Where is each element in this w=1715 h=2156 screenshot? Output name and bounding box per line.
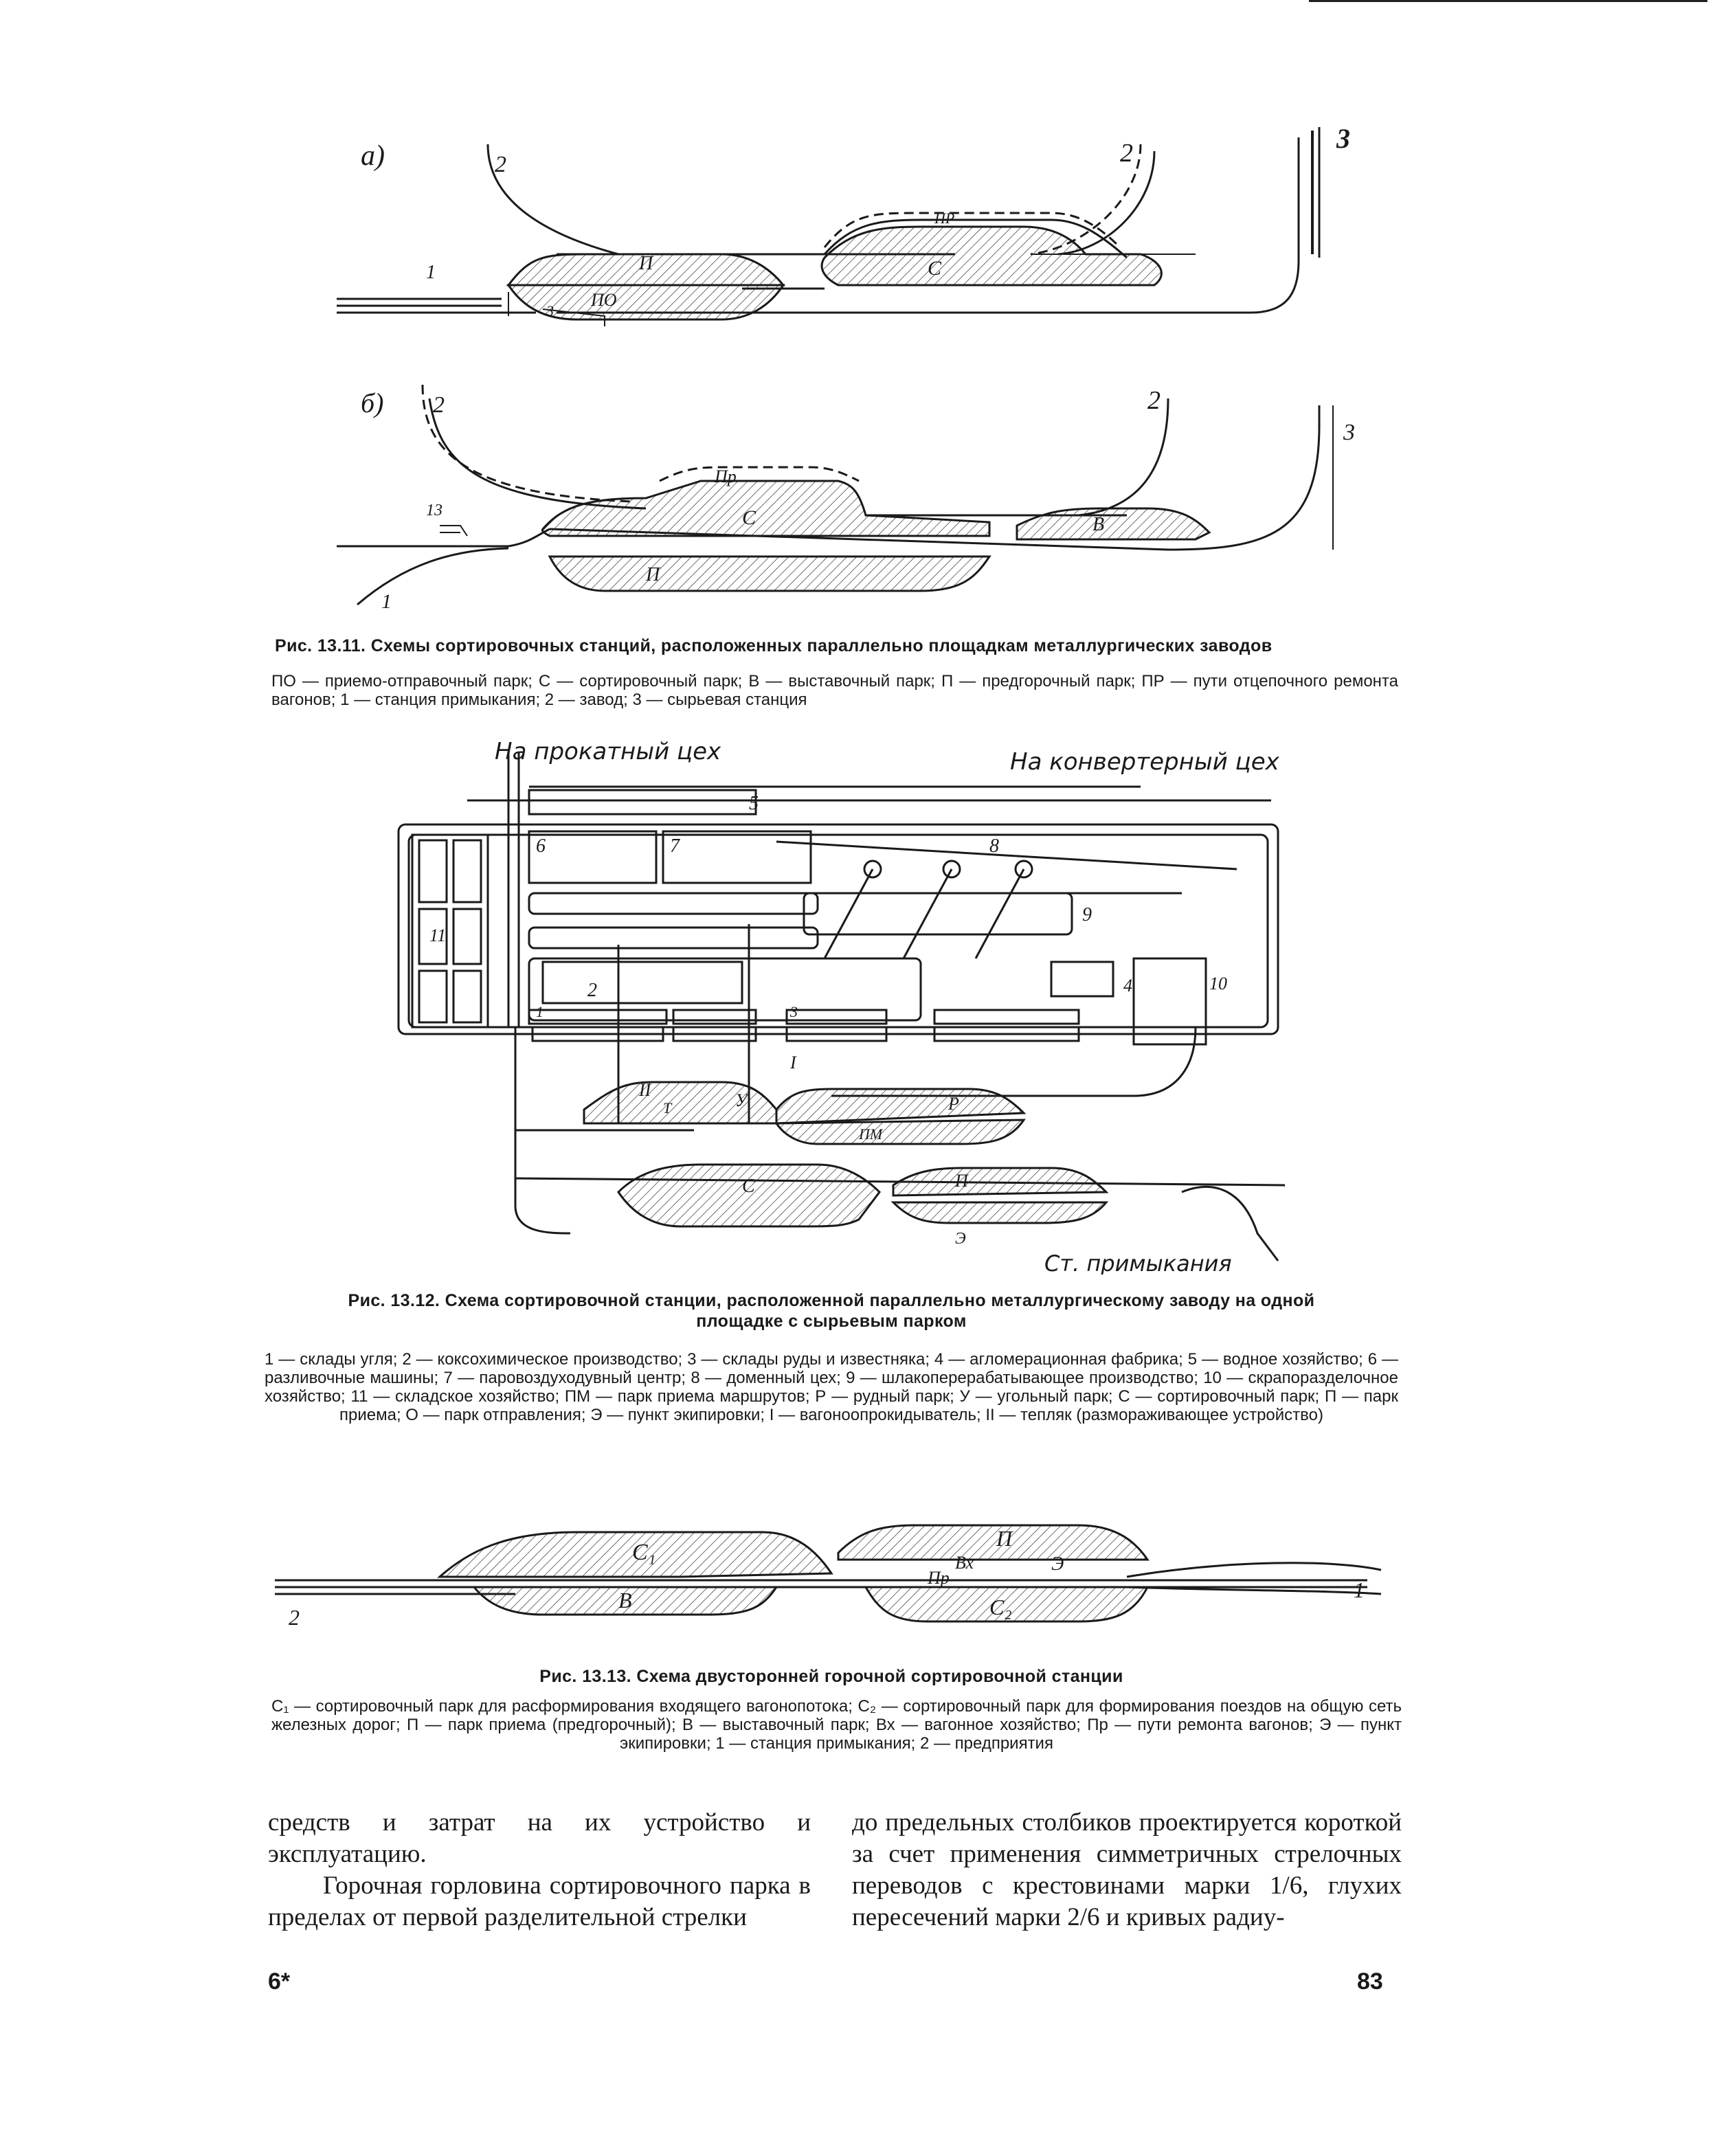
label-v-13: В bbox=[618, 1588, 632, 1613]
park-s-a bbox=[820, 225, 1163, 287]
panel-b-marker: б) bbox=[361, 388, 383, 418]
park-c1 bbox=[437, 1531, 833, 1578]
label-2-right-b: 2 bbox=[1147, 386, 1161, 415]
label-p: П bbox=[954, 1171, 969, 1191]
label-p-a: П bbox=[638, 253, 654, 274]
park-p-12 bbox=[892, 1167, 1109, 1197]
label-2-13: 2 bbox=[289, 1605, 300, 1630]
label-2-right-a: 2 bbox=[1120, 139, 1133, 168]
park-v-13 bbox=[471, 1586, 778, 1616]
park-r bbox=[775, 1088, 1027, 1125]
label-4: 4 bbox=[1123, 976, 1132, 996]
park-pm bbox=[774, 1119, 1026, 1145]
figure-13-11: а) 2 2 3 1 3 ПО П С ПР bbox=[302, 110, 1388, 618]
label-3-a: 3 bbox=[1336, 123, 1350, 154]
label-t: Т bbox=[663, 1099, 673, 1116]
label-9: 9 bbox=[1082, 904, 1092, 925]
plant-buildings bbox=[411, 789, 1207, 1046]
park-p-b bbox=[548, 555, 991, 592]
label-converter-shop: На конвертерный цех bbox=[1010, 748, 1280, 776]
panel-a-marker: а) bbox=[361, 140, 385, 172]
label-p-b: П bbox=[645, 564, 661, 585]
park-p-13 bbox=[837, 1524, 1150, 1561]
label-vx: Вх bbox=[955, 1553, 974, 1573]
label-10: 10 bbox=[1209, 974, 1227, 993]
park-c2 bbox=[864, 1586, 1150, 1623]
park-s-b bbox=[541, 480, 991, 537]
label-roman-1: I bbox=[789, 1053, 797, 1073]
label-c2: С₂ bbox=[989, 1595, 1011, 1619]
label-1-13: 1 bbox=[1354, 1577, 1365, 1602]
label-8: 8 bbox=[989, 835, 999, 857]
label-7: 7 bbox=[670, 835, 680, 857]
figure-13-13-legend: С₁ — сортировочный парк для расформирова… bbox=[271, 1697, 1402, 1753]
park-po-a bbox=[506, 284, 785, 321]
label-rolling-shop: На прокатный цех bbox=[495, 739, 721, 765]
label-3-b: 3 bbox=[1343, 420, 1355, 445]
body-right-column: до предельных столбиков проектируется ко… bbox=[852, 1807, 1402, 1933]
label-5: 5 bbox=[749, 793, 759, 814]
label-1-b: 1 bbox=[381, 590, 392, 613]
label-6: 6 bbox=[536, 835, 546, 857]
park-e-12 bbox=[890, 1201, 1109, 1224]
label-2-left-b: 2 bbox=[433, 392, 445, 418]
label-pr-b: Пр bbox=[714, 467, 737, 486]
label-2-left-a: 2 bbox=[495, 152, 506, 177]
label-11: 11 bbox=[429, 925, 446, 945]
figure-13-13: С₁ В П Вх Пр Э С₂ 1 2 bbox=[268, 1512, 1409, 1635]
label-c1: С₁ bbox=[632, 1540, 656, 1565]
label-po-a: ПО bbox=[590, 290, 617, 310]
park-v-b bbox=[1016, 507, 1211, 541]
figure-13-11-caption-title: Рис. 13.11. Схемы сортировочных станций,… bbox=[275, 636, 1273, 655]
figure-13-13-drawing: С₁ В П Вх Пр Э С₂ 1 2 bbox=[275, 1524, 1382, 1630]
park-u bbox=[583, 1081, 778, 1125]
label-roman-2: II bbox=[638, 1080, 652, 1100]
label-s: С bbox=[742, 1176, 755, 1197]
printer-signature: 6* bbox=[268, 1968, 291, 1995]
caption-line-1: Рис. 13.12. Схема сортировочной станции,… bbox=[348, 1291, 1315, 1310]
label-s-b: С bbox=[742, 506, 756, 529]
label-v-b: В bbox=[1092, 514, 1104, 535]
label-2: 2 bbox=[587, 980, 597, 1001]
left-paragraph-2: Горочная горловина сортировочного парка … bbox=[268, 1872, 811, 1931]
label-13-b: 13 bbox=[426, 502, 442, 519]
caption-line-2: площадке с сырьевым парком bbox=[696, 1312, 967, 1331]
park-p-a bbox=[506, 253, 786, 287]
figure-13-11-legend: ПО — приемо-отправочный парк; С — сортир… bbox=[271, 672, 1398, 709]
label-adjacent-station: Ст. примыкания bbox=[1044, 1250, 1232, 1274]
figure-13-11-drawing: а) 2 2 3 1 3 ПО П С ПР bbox=[337, 123, 1355, 613]
label-s-a: С bbox=[928, 257, 942, 280]
figure-13-12-legend: 1 — склады угля; 2 — коксохимическое про… bbox=[265, 1350, 1398, 1424]
label-pr-a: ПР bbox=[934, 210, 954, 227]
label-p-13: П bbox=[996, 1526, 1013, 1551]
figure-13-12: На прокатный цех На конвертерный цех Ст.… bbox=[392, 739, 1285, 1274]
label-r: Р bbox=[948, 1094, 959, 1114]
figure-13-12-caption-title: Рис. 13.12. Схема сортировочной станции,… bbox=[261, 1290, 1402, 1332]
left-paragraph-1: средств и затрат на их устройство и эксп… bbox=[268, 1808, 811, 1868]
label-u: У bbox=[735, 1090, 750, 1110]
page-number: 83 bbox=[1357, 1968, 1383, 1995]
label-pr-13: Пр bbox=[927, 1568, 950, 1588]
figure-13-13-caption-title: Рис. 13.13. Схема двусторонней горочной … bbox=[539, 1667, 1123, 1686]
top-rule bbox=[1309, 0, 1707, 2]
label-1: 1 bbox=[536, 1003, 543, 1020]
right-paragraph: до предельных столбиков проектируется ко… bbox=[852, 1808, 1402, 1931]
label-1-a: 1 bbox=[426, 262, 436, 283]
label-e-13: Э bbox=[1051, 1553, 1064, 1575]
mainline-tracks bbox=[275, 1562, 1382, 1595]
panel-a bbox=[337, 127, 1321, 326]
label-3-small-a: 3 bbox=[546, 302, 554, 319]
figure-13-12-drawing: На прокатный цех На конвертерный цех Ст.… bbox=[397, 739, 1285, 1274]
label-3: 3 bbox=[789, 1003, 798, 1020]
park-s-12 bbox=[617, 1163, 881, 1228]
label-e: Э bbox=[955, 1230, 966, 1248]
label-pm: ПМ bbox=[858, 1125, 884, 1143]
body-left-column: средств и затрат на их устройство и эксп… bbox=[268, 1807, 811, 1933]
